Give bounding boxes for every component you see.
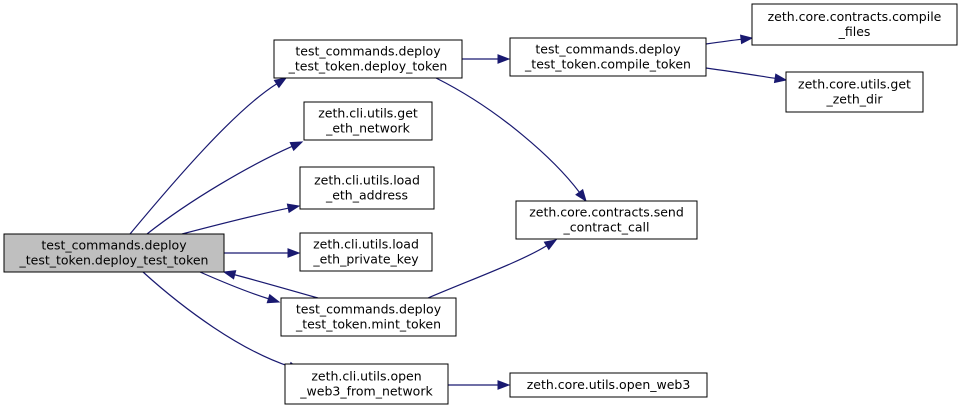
node-label: _contract_call [563, 220, 650, 235]
edge-line [199, 271, 269, 300]
edge-arrowhead [497, 54, 511, 64]
node-load_eth_address[interactable]: zeth.cli.utils.load_eth_address [299, 166, 435, 210]
edge-deploy_test_token-to-get_eth_network [146, 141, 304, 235]
node-box[interactable] [751, 3, 958, 46]
node-label: _test_token.deploy_test_token [19, 253, 209, 268]
node-label: _web3_from_network [299, 384, 433, 399]
node-label: _zeth_dir [825, 92, 883, 107]
node-label: _test_token.compile_token [524, 57, 691, 72]
edge-line [435, 77, 580, 193]
edge-mint_token-to-deploy_test_token [222, 270, 319, 299]
edge-arrowhead [273, 77, 288, 89]
node-open_web3[interactable]: zeth.core.utils.open_web3 [509, 372, 708, 398]
node-compile_token[interactable]: test_commands.deploy_test_token.compile_… [509, 37, 707, 77]
node-open_web3_from_network[interactable]: zeth.cli.utils.open_web3_from_network [284, 363, 449, 405]
node-box[interactable] [299, 232, 433, 272]
edge-deploy_token-to-compile_token [462, 54, 511, 64]
node-box[interactable] [303, 101, 433, 141]
edge-line [142, 271, 290, 368]
node-label: zeth.core.utils.get [798, 77, 911, 92]
node-label: _test_token.deploy_token [288, 59, 448, 74]
edge-line [129, 83, 278, 235]
edge-arrowhead [287, 248, 301, 258]
edge-arrowhead [740, 34, 754, 45]
edges-layer [129, 34, 788, 390]
node-box[interactable] [284, 363, 449, 405]
node-label: zeth.core.utils.open_web3 [527, 377, 691, 392]
node-label: zeth.cli.utils.load [314, 173, 420, 188]
edge-deploy_test_token-to-mint_token [199, 271, 281, 304]
edge-arrowhead [222, 270, 237, 280]
node-box[interactable] [509, 37, 707, 77]
node-label: _eth_private_key [312, 252, 419, 267]
node-compile_files[interactable]: zeth.core.contracts.compile_files [751, 3, 958, 46]
node-label: _eth_network [325, 121, 411, 136]
edge-arrowhead [575, 188, 587, 203]
edge-deploy_token-to-send_contract_call [435, 77, 587, 203]
node-label: zeth.cli.utils.load [313, 237, 419, 252]
edge-line [181, 207, 289, 235]
edge-arrowhead [286, 203, 301, 214]
edge-deploy_test_token-to-deploy_token [129, 77, 288, 235]
edge-deploy_test_token-to-load_eth_address [181, 203, 301, 235]
nodes-layer: test_commands.deploy_test_token.deploy_t… [3, 3, 958, 405]
edge-compile_token-to-get_zeth_dir [705, 67, 788, 84]
node-label: test_commands.deploy [41, 238, 187, 253]
node-label: _files [838, 24, 871, 39]
edge-arrowhead [497, 380, 511, 390]
node-box[interactable] [3, 233, 225, 273]
edge-arrowhead [266, 293, 281, 304]
node-label: zeth.cli.utils.open [311, 369, 421, 384]
edge-compile_token-to-compile_files [705, 34, 754, 45]
edge-line [705, 38, 742, 45]
node-label: zeth.cli.utils.get [318, 106, 418, 121]
edge-arrowhead [543, 239, 558, 251]
node-box[interactable] [299, 166, 435, 210]
node-label: zeth.core.contracts.compile [768, 9, 942, 24]
node-load_eth_private_key[interactable]: zeth.cli.utils.load_eth_private_key [299, 232, 433, 272]
node-label: test_commands.deploy [296, 302, 442, 317]
edge-line [705, 67, 776, 79]
node-get_eth_network[interactable]: zeth.cli.utils.get_eth_network [303, 101, 433, 141]
edge-line [427, 245, 547, 299]
node-box[interactable] [515, 200, 698, 240]
node-box[interactable] [785, 71, 924, 113]
node-label: test_commands.deploy [295, 44, 441, 59]
node-get_zeth_dir[interactable]: zeth.core.utils.get_zeth_dir [785, 71, 924, 113]
edge-deploy_test_token-to-load_eth_private_key [224, 248, 301, 258]
node-label: test_commands.deploy [535, 42, 681, 57]
node-label: _test_token.mint_token [295, 317, 441, 332]
node-box[interactable] [273, 39, 463, 79]
node-box[interactable] [280, 297, 457, 337]
node-box[interactable] [509, 372, 708, 398]
edge-arrowhead [773, 73, 788, 84]
edge-line [146, 145, 293, 235]
node-label: zeth.core.contracts.send [529, 205, 684, 220]
edge-arrowhead [289, 141, 304, 152]
node-deploy_token[interactable]: test_commands.deploy_test_token.deploy_t… [273, 39, 463, 79]
edge-line [234, 274, 319, 299]
edge-mint_token-to-send_contract_call [427, 239, 558, 299]
node-deploy_test_token[interactable]: test_commands.deploy_test_token.deploy_t… [3, 233, 225, 273]
node-mint_token[interactable]: test_commands.deploy_test_token.mint_tok… [280, 297, 457, 337]
node-label: _eth_address [325, 188, 408, 203]
edge-open_web3_from_network-to-open_web3 [448, 380, 511, 390]
node-send_contract_call[interactable]: zeth.core.contracts.send_contract_call [515, 200, 698, 240]
